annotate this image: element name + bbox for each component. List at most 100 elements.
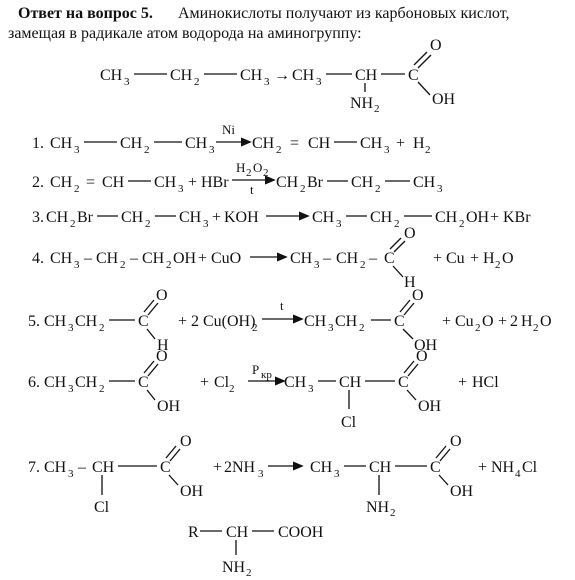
plus-sign: + [442, 313, 451, 330]
formula-ch2: CH [370, 209, 393, 226]
subscript: 2 [533, 322, 539, 334]
formula-ch2: CH [351, 174, 374, 191]
catalyst-h2o2: H [236, 160, 245, 175]
condition-temperature: t [280, 298, 284, 313]
formula-br: Br [307, 174, 324, 191]
header-line2: замещая в радикале атом водорода на амин… [8, 25, 362, 42]
subscript: 2 [300, 183, 306, 195]
equation-number: 1. [32, 135, 44, 152]
formula-oh: OH [157, 398, 181, 415]
bond [406, 389, 417, 401]
formula-ch2: CH [336, 250, 359, 267]
formula-ch3: CH [304, 313, 327, 330]
double-bond [417, 54, 432, 69]
subscript: 2 [99, 383, 105, 395]
formula-cuo: CuO [211, 250, 241, 267]
plus-sign: + [490, 209, 499, 226]
formula-ch3: CH [290, 250, 313, 267]
formula-o: O [416, 348, 428, 365]
plus-sign: + [212, 209, 221, 226]
formula-c: C [398, 374, 409, 391]
subscript: 3 [124, 76, 130, 88]
subscript: 2 [263, 167, 269, 179]
subscript: 2 [425, 144, 431, 156]
equation-number: 6. [28, 374, 40, 391]
subscript: 3 [258, 468, 264, 480]
formula-nh2: NH [222, 559, 246, 576]
formula-ch2: CH [335, 313, 358, 330]
subscript: 3 [178, 183, 184, 195]
double-bond [389, 237, 402, 250]
formula-ch3: CH [50, 250, 73, 267]
bond [417, 81, 431, 96]
bond [146, 389, 156, 401]
subscript: 3 [74, 144, 80, 156]
plus-sign: + [396, 135, 405, 152]
formula-h2o: H [483, 250, 495, 267]
equation-3: 3. CH 2 Br CH 2 CH 3 + KOH CH 3 CH 2 CH … [32, 209, 531, 230]
formula-ch2: CH [96, 250, 119, 267]
formula-ch3: CH [154, 174, 177, 191]
double-bond [407, 363, 419, 377]
formula-cooh: COOH [278, 524, 324, 541]
double-bond [165, 445, 177, 459]
subscript: 2 [459, 218, 465, 230]
subscript: 3 [68, 322, 74, 334]
formula-ch3: CH [240, 67, 263, 84]
plus-sign: + [498, 313, 507, 330]
formula-ch2: CH [50, 174, 73, 191]
subscript: 2 [359, 322, 365, 334]
subscript: 2 [375, 183, 381, 195]
formula-ch3: CH [185, 135, 208, 152]
double-bond [143, 299, 155, 313]
formula-oh: OH [466, 209, 490, 226]
formula-o: O [180, 433, 192, 450]
formula-cu: Cu [446, 250, 465, 267]
plus-sign: + [458, 374, 467, 391]
bond [146, 328, 156, 340]
formula-ch3: CH [50, 135, 73, 152]
subscript: 3 [68, 383, 74, 395]
subscript: 3 [384, 144, 390, 156]
plus-sign: + [213, 459, 222, 476]
formula-c: C [384, 250, 395, 267]
subscript: 3 [336, 218, 342, 230]
formula-ch2oh: CH [142, 250, 165, 267]
plus-sign: + [433, 250, 442, 267]
formula-cuoh2: Cu(OH) [203, 313, 255, 330]
formula-hcl: HCl [472, 374, 499, 391]
dash: – [83, 250, 93, 267]
equation-number: 2. [32, 174, 44, 191]
formula-ch: CH [339, 374, 362, 391]
formula-ch3: CH [284, 374, 307, 391]
double-bond [399, 299, 411, 313]
formula-ch: CH [369, 459, 392, 476]
formula-h2o: H [521, 313, 533, 330]
equation-number: 5. [28, 313, 40, 330]
formula-cl: Cl [94, 499, 110, 516]
subscript: 2 [74, 183, 80, 195]
formula-ch2: CH [170, 67, 193, 84]
formula-ch: CH [308, 135, 331, 152]
formula-br: Br [77, 209, 94, 226]
formula-ch3: CH [292, 67, 315, 84]
equals-sign: = [290, 135, 299, 152]
coefficient: 2 [191, 313, 199, 330]
subscript: 2 [145, 218, 151, 230]
formula-c: C [430, 459, 441, 476]
subscript: 2 [246, 567, 252, 579]
subscript: 3 [264, 76, 270, 88]
condition-temperature: t [250, 182, 254, 197]
formula-cu2o: Cu [455, 313, 474, 330]
subscript: 2 [390, 507, 396, 519]
equation-number: 4. [32, 250, 44, 267]
equation-2: 2. CH 2 = CH CH 3 + HBr H 2 O 2 t CH 2 B… [32, 160, 443, 197]
formula-cu2o: O [482, 313, 494, 330]
double-bond [143, 360, 155, 374]
equals-sign: = [86, 174, 95, 191]
header-bold: Ответ на вопрос 5. [18, 5, 153, 22]
formula-o: O [412, 287, 424, 304]
formula-h2: H [413, 135, 425, 152]
